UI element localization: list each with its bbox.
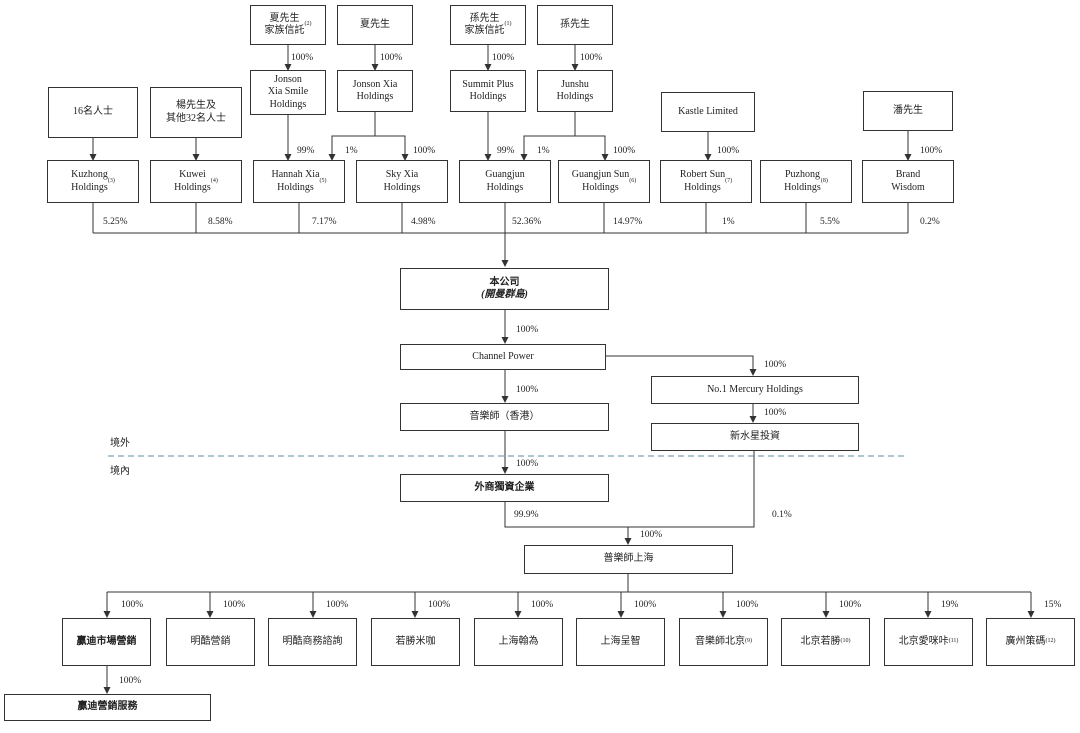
pct-label: 52.36% — [512, 217, 542, 227]
box-beijing-ruosheng: 北京若勝(10) — [781, 618, 870, 666]
box-sky-xia: Sky Xia Holdings — [356, 160, 448, 203]
box-16-persons: 16名人士 — [48, 87, 138, 138]
box-junshu: Junshu Holdings — [537, 70, 613, 112]
pct-label: 100% — [380, 53, 403, 63]
box-robert-sun: Robert Sun Holdings(7) — [660, 160, 752, 203]
box-xinshuixing: 新水星投資 — [651, 423, 859, 451]
box-mingku-consulting: 明酷商務諮詢 — [268, 618, 357, 666]
box-guangjun-sun: Guangjun Sun Holdings(6) — [558, 160, 650, 203]
pct-label: 0.2% — [920, 217, 940, 227]
pct-label: 100% — [764, 408, 787, 418]
pct-label: 100% — [613, 146, 636, 156]
box-guangzhou-cema: 廣州策碼(12) — [986, 618, 1075, 666]
box-no1-mercury: No.1 Mercury Holdings — [651, 376, 859, 404]
pct-label: 100% — [223, 600, 246, 610]
pct-label: 100% — [764, 360, 787, 370]
box-yingdi-marketing-services: 贏迪營銷服務 — [4, 694, 211, 721]
box-xia-family-trust: 夏先生 家族信託(2) — [250, 5, 326, 45]
pct-label: 7.17% — [312, 217, 337, 227]
pct-label: 100% — [634, 600, 657, 610]
pct-label: 100% — [516, 459, 539, 469]
box-kuzhong: Kuzhong Holdings(3) — [47, 160, 139, 203]
pct-label: 100% — [428, 600, 451, 610]
box-summit-plus: Summit Plus Holdings — [450, 70, 526, 112]
box-channel-power: Channel Power — [400, 344, 606, 370]
box-shanghai-chengzhi: 上海呈智 — [576, 618, 665, 666]
pct-label: 100% — [839, 600, 862, 610]
company-jurisdiction: (開曼群島) — [481, 289, 528, 300]
pct-label: 8.58% — [208, 217, 233, 227]
pct-label: 0.1% — [772, 510, 792, 520]
pct-label: 100% — [580, 53, 603, 63]
pct-label: 15% — [1044, 600, 1062, 610]
box-music-shanghai: 普樂師上海 — [524, 545, 733, 574]
pct-label: 99.9% — [514, 510, 539, 520]
box-kuwei: Kuwei Holdings(4) — [150, 160, 242, 203]
pct-label: 100% — [531, 600, 554, 610]
box-music-hk: 音樂師（香港） — [400, 403, 609, 431]
pct-label: 100% — [640, 530, 663, 540]
pct-label: 1% — [345, 146, 358, 156]
box-brand-wisdom: Brand Wisdom — [862, 160, 954, 203]
pct-label: 100% — [920, 146, 943, 156]
pct-label: 100% — [121, 600, 144, 610]
pct-label: 14.97% — [613, 217, 643, 227]
box-guangjun: Guangjun Holdings — [459, 160, 551, 203]
box-mr-xia: 夏先生 — [337, 5, 413, 45]
box-puzhong: Puzhong Holdings(8) — [760, 160, 852, 203]
box-mr-sun: 孫先生 — [537, 5, 613, 45]
box-shanghai-hanwei: 上海翰為 — [474, 618, 563, 666]
pct-label: 100% — [413, 146, 436, 156]
pct-label: 100% — [717, 146, 740, 156]
box-music-beijing: 音樂師北京(9) — [679, 618, 768, 666]
box-mr-yang-and-32: 楊先生及 其他32名人士 — [150, 87, 242, 138]
box-mingku-marketing: 明酷營銷 — [166, 618, 255, 666]
pct-label: 99% — [297, 146, 315, 156]
company-name: 本公司 — [489, 276, 520, 288]
pct-label: 100% — [516, 325, 539, 335]
pct-label: 5.5% — [820, 217, 840, 227]
pct-label: 1% — [722, 217, 735, 227]
box-yingdi-marketing: 贏迪市場營銷 — [62, 618, 151, 666]
box-kastle: Kastle Limited — [661, 92, 755, 132]
box-beijing-aimika: 北京愛咪咔(11) — [884, 618, 973, 666]
pct-label: 100% — [119, 676, 142, 686]
pct-label: 100% — [736, 600, 759, 610]
pct-label: 100% — [291, 53, 314, 63]
box-sun-family-trust: 孫先生 家族信託(1) — [450, 5, 526, 45]
pct-label: 100% — [492, 53, 515, 63]
zone-offshore-label: 境外 — [110, 438, 130, 449]
box-hannah-xia: Hannah Xia Holdings(5) — [253, 160, 345, 203]
pct-label: 5.25% — [103, 217, 128, 227]
box-the-company: 本公司 (開曼群島) — [400, 268, 609, 310]
pct-label: 99% — [497, 146, 515, 156]
box-mr-pan: 潘先生 — [863, 91, 953, 131]
box-jonson-xia: Jonson Xia Holdings — [337, 70, 413, 112]
pct-label: 100% — [326, 600, 349, 610]
box-ruosheng-mika: 若勝米咖 — [371, 618, 460, 666]
box-jonson-xia-smile: Jonson Xia Smile Holdings — [250, 70, 326, 115]
zone-onshore-label: 境內 — [110, 466, 130, 477]
box-wfoe: 外商獨資企業 — [400, 474, 609, 502]
pct-label: 1% — [537, 146, 550, 156]
pct-label: 4.98% — [411, 217, 436, 227]
pct-label: 100% — [516, 385, 539, 395]
pct-label: 19% — [941, 600, 959, 610]
